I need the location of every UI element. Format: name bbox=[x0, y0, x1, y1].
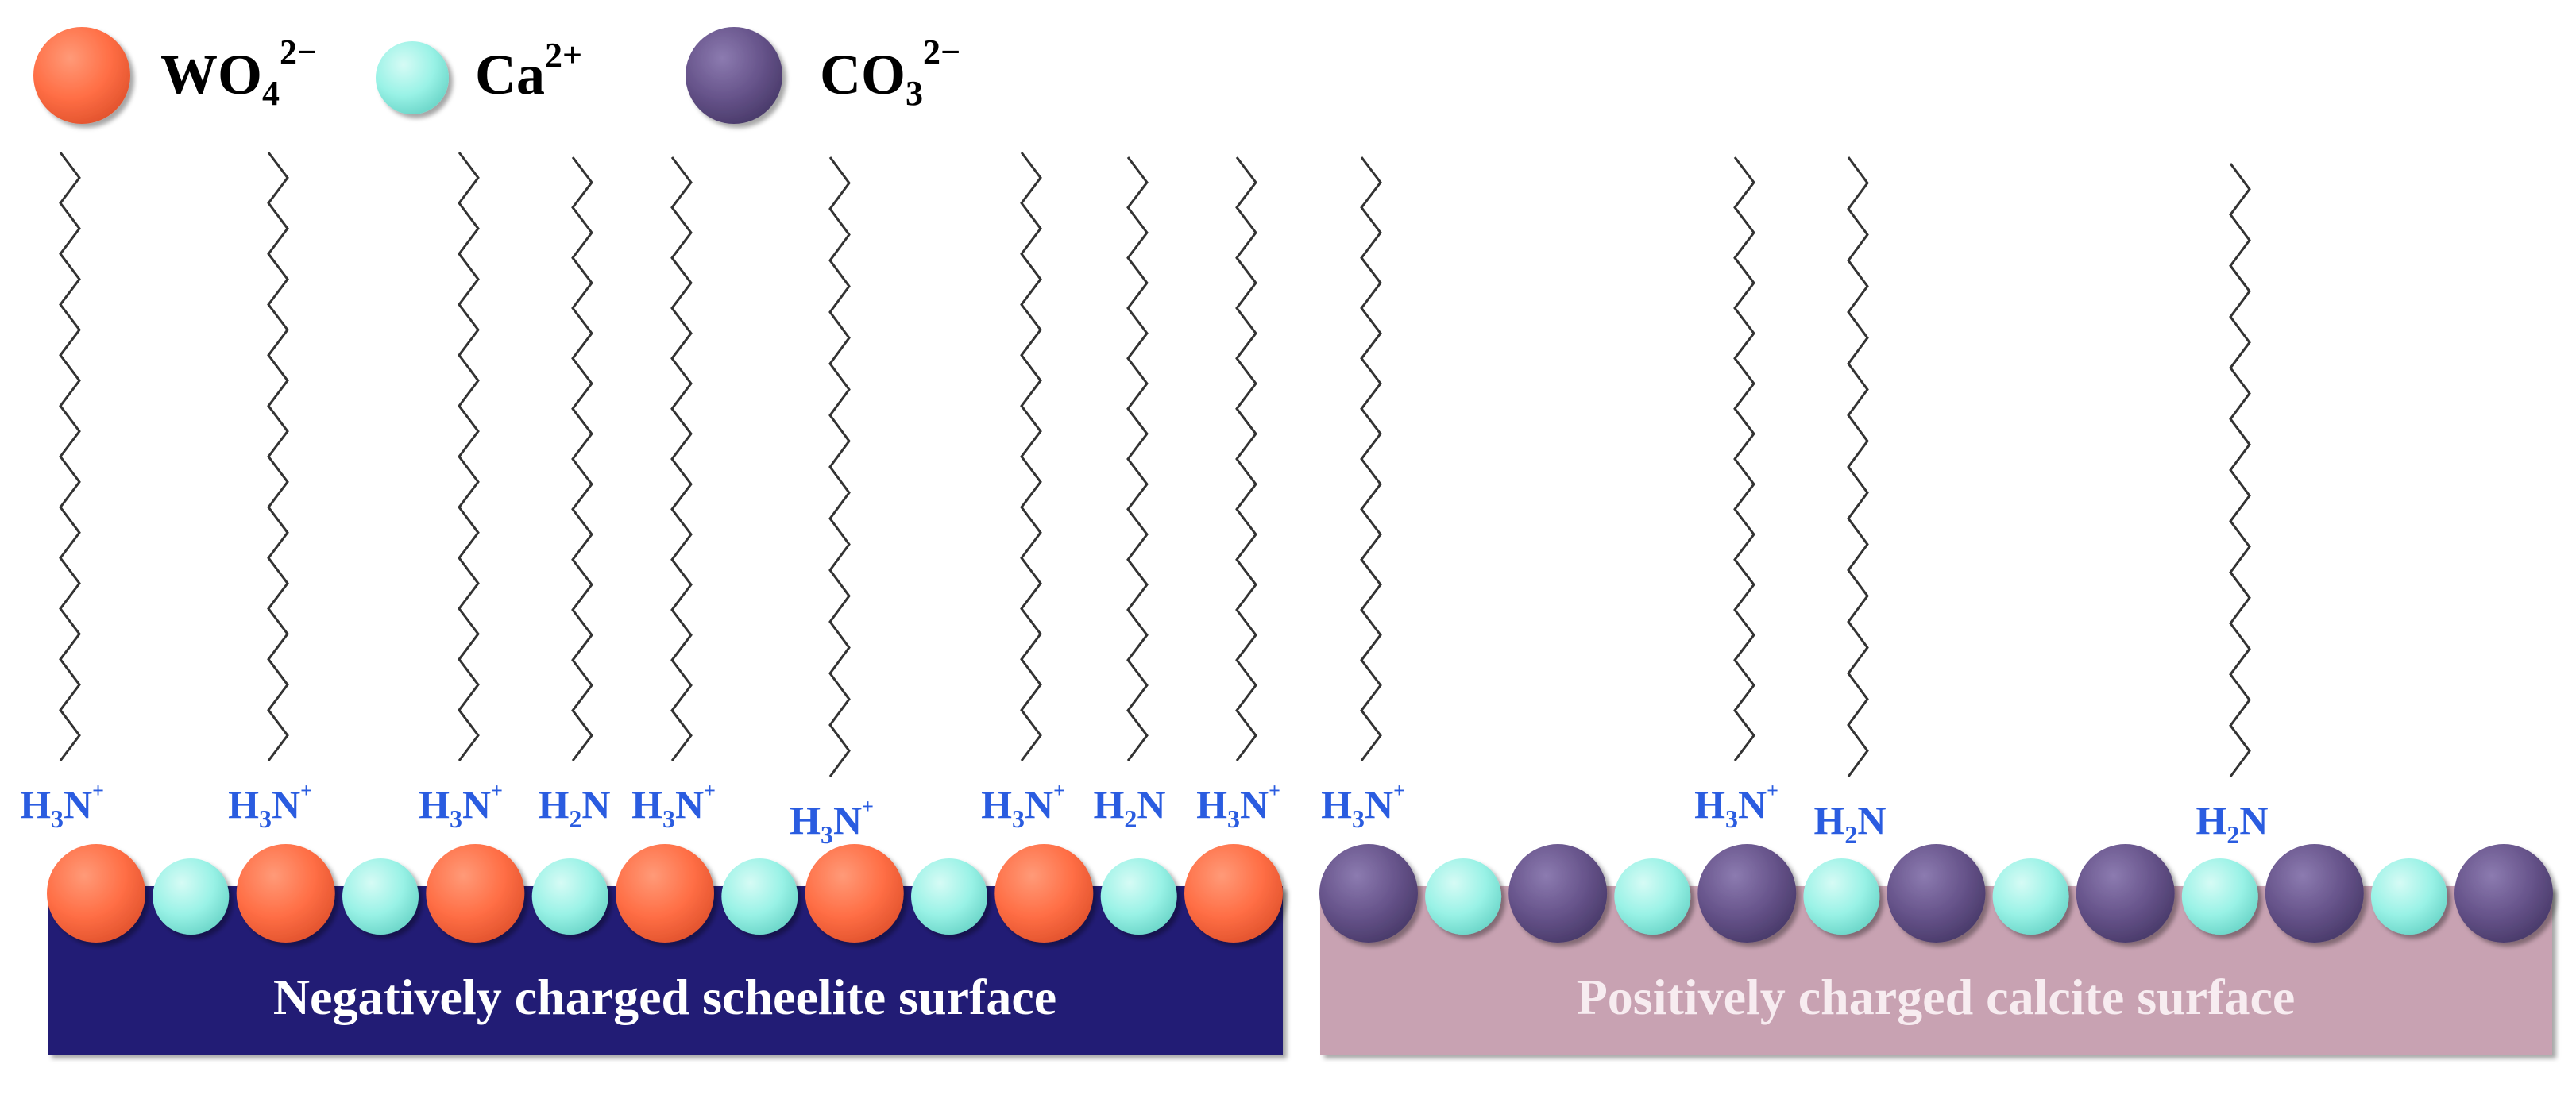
legend-label-calcium: Ca2+ bbox=[475, 36, 582, 106]
carbonate-ion bbox=[2454, 844, 2553, 943]
hydrocarbon-chain bbox=[1360, 156, 1382, 761]
carbonate-ion bbox=[1319, 844, 1418, 943]
tungstate-ion bbox=[1184, 844, 1283, 943]
amine-head-protonated: H3N+ bbox=[419, 779, 503, 833]
amine-head-neutral: H2N bbox=[2196, 798, 2268, 849]
scheelite-surface: Negatively charged scheelite surface bbox=[47, 844, 1283, 1055]
hydrocarbon-chain bbox=[828, 156, 851, 777]
calcium-ion bbox=[531, 858, 608, 935]
calcium-ion bbox=[342, 858, 419, 935]
hydrocarbon-chain bbox=[1847, 156, 1869, 777]
amine-head-neutral: H2N bbox=[1093, 782, 1165, 833]
collector-molecule: H3N+ bbox=[20, 152, 104, 833]
carbonate-ion bbox=[1697, 844, 1797, 943]
legend: WO42− Ca2+ CO32− bbox=[33, 27, 960, 124]
calcite-ion-row bbox=[1319, 844, 2553, 943]
hydrocarbon-chain bbox=[670, 156, 693, 761]
hydrocarbon-chain bbox=[59, 152, 81, 761]
hydrocarbon-chain bbox=[267, 152, 289, 761]
scheelite-ion-row bbox=[47, 844, 1283, 943]
calcium-ion bbox=[2181, 858, 2258, 935]
hydrocarbon-chain bbox=[571, 156, 593, 761]
amine-head-protonated: H3N+ bbox=[790, 795, 874, 849]
calcium-ion bbox=[1425, 858, 1502, 935]
amine-head-protonated: H3N+ bbox=[631, 779, 716, 833]
scheelite-surface-label: Negatively charged scheelite surface bbox=[273, 969, 1056, 1025]
carbonate-ion-icon bbox=[686, 27, 782, 124]
collector-molecule: H2N bbox=[538, 156, 611, 833]
carbonate-ion bbox=[2076, 844, 2175, 943]
amine-head-protonated: H3N+ bbox=[20, 779, 104, 833]
tungstate-ion bbox=[426, 844, 525, 943]
hydrocarbon-chain bbox=[2229, 163, 2251, 777]
tungstate-ion-icon bbox=[33, 27, 130, 124]
calcite-slab bbox=[1320, 886, 2552, 1055]
legend-label-carbonate: CO32− bbox=[820, 33, 960, 113]
legend-item-tungstate: WO42− bbox=[33, 27, 317, 124]
collector-molecules: H3N+ H3N+ H3N+ H2N H3N+ H3N+ H3N+ H2N H3N+ H3N+ H3… bbox=[20, 152, 2269, 849]
carbonate-ion bbox=[1508, 844, 1608, 943]
hydrocarbon-chain bbox=[1733, 156, 1755, 761]
scheelite-slab bbox=[48, 886, 1283, 1055]
legend-label-tungstate: WO42− bbox=[160, 33, 317, 113]
collector-molecule: H2N bbox=[1813, 156, 1887, 849]
calcium-ion bbox=[1100, 858, 1177, 935]
hydrocarbon-chain bbox=[1020, 152, 1042, 761]
collector-molecule: H3N+ bbox=[228, 152, 312, 833]
calcium-ion bbox=[1992, 858, 2069, 935]
tungstate-ion bbox=[616, 844, 714, 943]
amine-head-neutral: H2N bbox=[1813, 798, 1886, 849]
carbonate-ion bbox=[1887, 844, 1986, 943]
hydrocarbon-chain bbox=[1235, 156, 1257, 761]
calcium-ion bbox=[721, 858, 798, 935]
collector-molecule: H3N+ bbox=[1196, 156, 1280, 833]
calcium-ion bbox=[911, 858, 987, 935]
tungstate-ion bbox=[47, 844, 145, 943]
calcium-ion-icon bbox=[376, 41, 449, 114]
collector-molecule: H3N+ bbox=[790, 156, 874, 849]
collector-molecule: H2N bbox=[1093, 156, 1166, 833]
calcium-ion bbox=[1614, 858, 1691, 935]
collector-molecule: H3N+ bbox=[981, 152, 1065, 833]
calcite-surface-label: Positively charged calcite surface bbox=[1577, 969, 2296, 1025]
collector-molecule: H3N+ bbox=[1321, 156, 1405, 833]
amine-head-protonated: H3N+ bbox=[228, 779, 312, 833]
calcite-surface: Positively charged calcite surface bbox=[1319, 844, 2553, 1055]
amine-head-protonated: H3N+ bbox=[1694, 779, 1778, 833]
calcium-ion bbox=[153, 858, 230, 935]
calcium-ion bbox=[2370, 858, 2447, 935]
amine-head-protonated: H3N+ bbox=[1196, 779, 1280, 833]
tungstate-ion bbox=[994, 844, 1094, 943]
carbonate-ion bbox=[2265, 844, 2364, 943]
legend-item-calcium: Ca2+ bbox=[376, 36, 582, 114]
collector-molecule: H3N+ bbox=[419, 152, 503, 833]
hydrocarbon-chain bbox=[1126, 156, 1149, 761]
collector-molecule: H2N bbox=[2196, 163, 2269, 849]
amine-head-protonated: H3N+ bbox=[1321, 779, 1405, 833]
tungstate-ion bbox=[236, 844, 335, 943]
hydrocarbon-chain bbox=[458, 152, 480, 761]
collector-molecule: H3N+ bbox=[1694, 156, 1778, 833]
calcium-ion bbox=[1803, 858, 1880, 935]
collector-molecule: H3N+ bbox=[631, 156, 716, 833]
amine-head-neutral: H2N bbox=[538, 782, 610, 833]
amine-head-protonated: H3N+ bbox=[981, 779, 1065, 833]
legend-item-carbonate: CO32− bbox=[686, 27, 960, 124]
tungstate-ion bbox=[805, 844, 904, 943]
